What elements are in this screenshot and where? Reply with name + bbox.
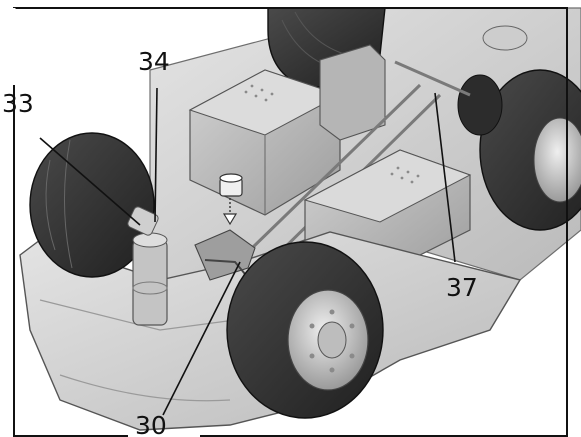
rear-right-wheel bbox=[457, 69, 581, 231]
callout-34: 34 bbox=[138, 47, 170, 76]
front-left-wheel bbox=[29, 132, 155, 278]
steering-post bbox=[127, 206, 168, 326]
bolt-cap bbox=[219, 173, 243, 197]
leader-37 bbox=[434, 92, 456, 263]
callout-30: 30 bbox=[135, 411, 167, 437]
motor-block bbox=[319, 44, 386, 141]
callout-33: 33 bbox=[2, 89, 34, 118]
leader-33 bbox=[39, 137, 141, 226]
down-arrow-icon bbox=[222, 198, 238, 226]
front-right-wheel bbox=[226, 241, 384, 419]
leader-lines bbox=[39, 87, 456, 416]
rear-fill-cap bbox=[482, 25, 528, 51]
leader-34 bbox=[154, 87, 158, 223]
callout-37: 37 bbox=[446, 273, 478, 302]
leader-30 bbox=[162, 261, 241, 416]
